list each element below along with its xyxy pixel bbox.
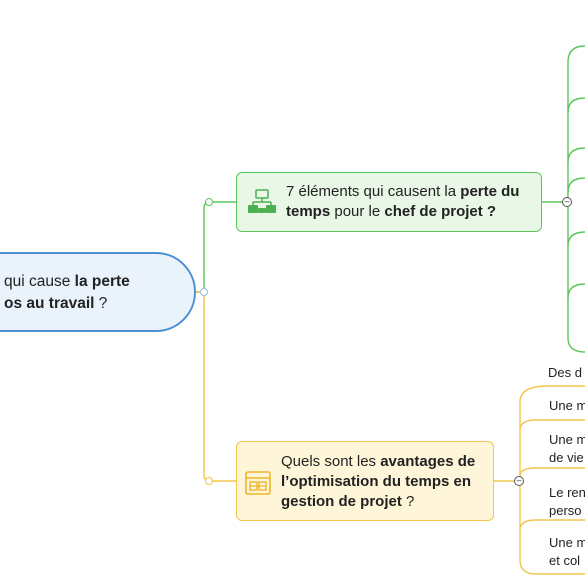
connector-root-green (196, 201, 236, 293)
green-text-4: pour le (330, 203, 385, 220)
green-text-5: chef de projet ? (384, 203, 497, 220)
yellow-leaf-divider-3 (519, 519, 585, 531)
yellow-leaf-3-line2: de vie (549, 450, 584, 465)
green-leaf-divider-4 (567, 231, 585, 247)
green-text-3: temps (286, 203, 331, 220)
collapse-toggle-yellow[interactable]: – (514, 476, 524, 486)
yellow-leaf-4-line1: Le ren (549, 485, 585, 500)
green-text-1: 7 éléments qui causent la (286, 183, 461, 200)
yellow-leaf-3[interactable]: Une m de vie (549, 431, 585, 467)
topic-time-loss-elements[interactable]: 7 éléments qui causent la perte du temps… (236, 172, 542, 232)
yellow-leaf-2-line1: Une m (549, 398, 585, 413)
green-leaf-divider-3 (567, 177, 585, 193)
yellow-text-3: l’optimisation du temps en (281, 473, 472, 490)
collapse-toggle-root[interactable] (200, 288, 208, 296)
green-leaf-divider-5 (567, 283, 585, 299)
green-leaf-divider-2 (567, 147, 585, 163)
yellow-leaf-5[interactable]: Une m et col (549, 534, 585, 570)
yellow-text-4: gestion de projet (281, 493, 402, 510)
yellow-text-1: Quels sont les (281, 453, 381, 470)
root-topic[interactable]: qui cause la perte os au travail ? (0, 252, 196, 332)
yellow-leaf-2[interactable]: Une m (549, 397, 585, 415)
collapse-toggle-yellow-junction[interactable] (205, 477, 213, 485)
green-leaf-divider-1 (567, 97, 585, 113)
root-text-b: la perte (74, 273, 130, 290)
topic-optimization-benefits[interactable]: Quels sont les avantages de l’optimisati… (236, 441, 494, 521)
yellow-leaf-1-line1: Des d (548, 365, 582, 380)
yellow-leaf-divider-2 (519, 467, 585, 477)
yellow-leaf-5-line2: et col (549, 553, 581, 568)
yellow-leaf-divider-1 (519, 419, 585, 431)
green-text-2: perte du (460, 183, 520, 200)
collapse-toggle-green[interactable]: – (562, 197, 572, 207)
yellow-leaf-4[interactable]: Le ren perso (549, 484, 585, 520)
yellow-text-2: avantages de (380, 453, 476, 470)
yellow-leaf-3-line1: Une m (549, 432, 585, 447)
root-text-c: os au travail (4, 295, 95, 312)
yellow-text-5: ? (401, 493, 415, 510)
connector-root-yellow (196, 291, 236, 482)
collapse-toggle-green-junction[interactable] (205, 198, 213, 206)
root-text-d: ? (94, 295, 108, 312)
yellow-leaf-4-line2: perso (549, 503, 582, 518)
yellow-leaf-1[interactable]: Des d (548, 364, 582, 382)
root-text-a: qui cause (4, 273, 75, 290)
table-icon (245, 471, 271, 495)
org-chart-icon (248, 189, 276, 213)
yellow-leaf-5-line1: Une m (549, 535, 585, 550)
